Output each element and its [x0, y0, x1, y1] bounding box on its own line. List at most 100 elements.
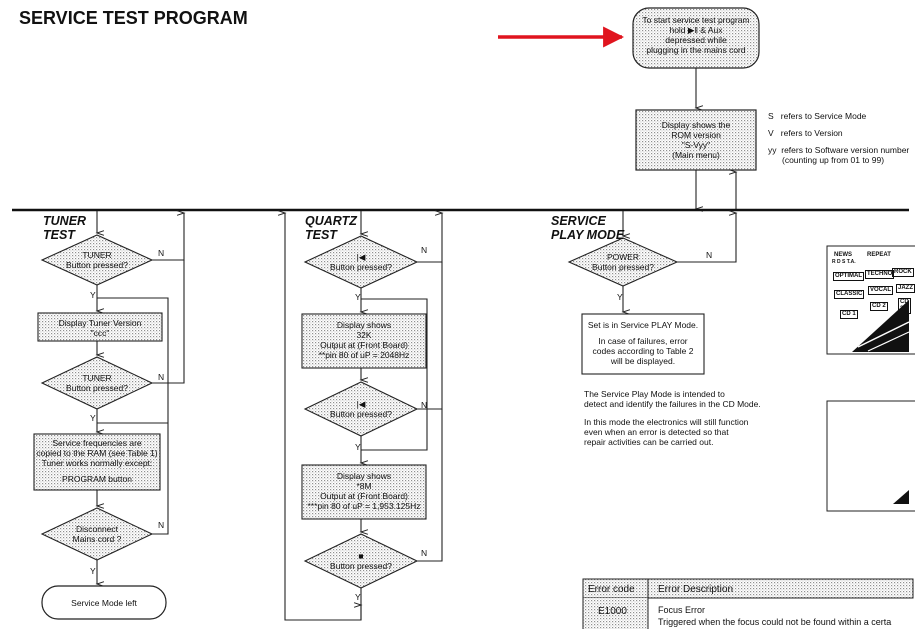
n-label: N	[421, 548, 428, 558]
error-code-value: E1000	[598, 606, 627, 617]
decision-line: Button pressed?	[592, 262, 654, 272]
section-line: TEST	[305, 228, 337, 242]
box-line: will be displayed.	[610, 356, 676, 366]
start-line: plugging in the mains cord	[646, 45, 746, 55]
legend-yy-sub: (counting up from 01 to 99)	[782, 155, 885, 165]
n-label: N	[158, 248, 165, 258]
legend-v: V refers to Version	[768, 128, 843, 138]
service-note-1: The Service Play Mode is intended to det…	[584, 389, 761, 409]
service-mode-left-text: Service Mode left	[71, 598, 137, 608]
service-note-2: In this mode the electronics will still …	[584, 417, 748, 447]
box-line: 32K	[356, 330, 372, 340]
tuner-decision-1-text: TUNER Button pressed?	[47, 250, 147, 270]
main-line: ROM version	[671, 130, 721, 140]
legend-key: S	[768, 111, 774, 121]
n-label: N	[421, 400, 428, 410]
connector	[152, 450, 169, 535]
note-line: repair activities can be carried out.	[584, 437, 714, 447]
box-line: Output at (Front Board)	[320, 340, 408, 350]
main-menu-box	[635, 109, 757, 171]
box-line: Set is in Service PLAY Mode.	[587, 320, 699, 330]
decision-line: Button pressed?	[66, 260, 128, 270]
legend-text: refers to Version	[780, 128, 843, 138]
y-label: Y	[90, 413, 96, 423]
connector	[361, 420, 428, 451]
box-line: Display shows	[336, 471, 392, 481]
service-play-mode-text: Set is in Service PLAY Mode. In case of …	[582, 320, 704, 366]
decision-line: TUNER	[82, 373, 112, 383]
note-line: detect and identify the failures in the …	[584, 399, 761, 409]
note-line: even when an error is detected so that	[584, 427, 729, 437]
connector	[677, 210, 738, 263]
table-header-error-description: Error Description	[658, 584, 734, 595]
panel-detail	[867, 331, 910, 352]
box-line: copied to the RAM (see Table 1)	[36, 448, 158, 458]
main-menu-text: Display shows the ROM version "S-Vyy" (M…	[636, 120, 756, 160]
quartz-32k-text: Display shows 32K Output at (Front Board…	[302, 320, 426, 360]
decision-line: POWER	[606, 252, 640, 262]
box-line: *8M	[356, 481, 372, 491]
section-line: SERVICE	[551, 214, 606, 228]
box-line: codes according to Table 2	[592, 346, 694, 356]
decision-line: Button pressed?	[330, 409, 392, 419]
y-label: Y	[90, 566, 96, 576]
connector	[152, 210, 186, 261]
box-line: Service frequencies are	[52, 438, 142, 448]
panel-label: OPTIMAL	[833, 272, 864, 281]
box-line: Tuner works normally except:	[41, 458, 153, 468]
y-label: Y	[617, 292, 623, 302]
note-line: The Service Play Mode is intended to	[584, 389, 725, 399]
box-line: Display shows	[336, 320, 392, 330]
quartz-8m-text: Display shows *8M Output at (Front Board…	[302, 471, 426, 511]
tuner-decision-3-text: Disconnect Mains cord ?	[47, 524, 147, 544]
box-line: PROGRAM button	[62, 474, 132, 484]
decision-line: Button pressed?	[330, 561, 392, 571]
box-line: Display Tuner Version	[58, 318, 142, 328]
section-service-play-mode: SERVICE PLAY MODE	[551, 214, 624, 242]
legend-key: yy	[768, 145, 777, 155]
tuner-service-frequencies-box	[33, 433, 161, 491]
y-label: Y	[355, 292, 361, 302]
start-line: hold ▶‖ & Aux	[669, 25, 723, 35]
decision-line: Mains cord ?	[72, 534, 122, 544]
quartz-decision-3-text: ■ Button pressed?	[311, 551, 411, 571]
panel-label: VOCAL	[868, 286, 893, 295]
connector	[417, 409, 443, 562]
panel-label: CLASSIC	[834, 290, 865, 299]
section-line: TEST	[43, 228, 75, 242]
quartz-8m-box	[301, 464, 427, 520]
main-line: (Main menu)	[672, 150, 720, 160]
panel-label: CD 1	[840, 310, 858, 319]
service-play-mode-box	[581, 313, 705, 375]
section-line: TUNER	[43, 214, 87, 228]
connector	[361, 298, 428, 420]
section-tuner-test: TUNER TEST	[43, 214, 86, 242]
start-line: depressed while	[665, 35, 727, 45]
n-label: N	[706, 250, 713, 260]
legend-text: refers to Software version number	[781, 145, 910, 155]
section-quartz-test: QUARTZ TEST	[305, 214, 357, 242]
connector	[152, 260, 185, 384]
panel-label: NEWS	[834, 252, 852, 258]
decision-line: Button pressed?	[66, 383, 128, 393]
legend-yy: yy refers to Software version number	[768, 145, 909, 155]
y-label: Y	[355, 592, 361, 602]
n-label: N	[158, 520, 165, 530]
decision-line: Button pressed?	[330, 262, 392, 272]
tuner-service-frequencies-text: Service frequencies are copied to the RA…	[34, 438, 160, 484]
panel-label: CD 2	[870, 302, 888, 311]
start-text: To start service test program hold ▶‖ & …	[633, 15, 759, 55]
tuner-version-text: Display Tuner Version "ccc"	[38, 318, 162, 338]
box-line: "ccc"	[90, 328, 110, 338]
error-description: Triggered when the focus could not be fo…	[658, 617, 892, 627]
connector	[150, 297, 169, 450]
start-line: To start service test program	[642, 15, 750, 25]
section-line: QUARTZ	[305, 214, 357, 228]
box-line: ***pin 80 of uP = 1,953.125Hz	[307, 501, 421, 511]
y-label: Y	[355, 442, 361, 452]
display-thumbnail	[826, 400, 915, 512]
main-line: "S-Vyy"	[681, 140, 711, 150]
quartz-decision-2-text: |◀ Button pressed?	[311, 399, 411, 419]
tuner-version-box	[37, 312, 163, 342]
